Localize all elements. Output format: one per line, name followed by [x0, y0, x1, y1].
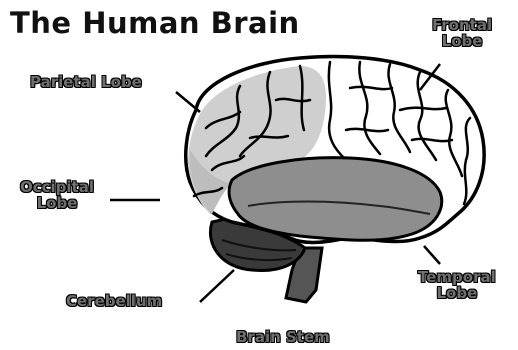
label-occipital: Occipital Lobe [20, 180, 94, 212]
cerebellum-pointer [200, 270, 234, 302]
temporal-region [229, 158, 442, 241]
label-cerebellum: Cerebellum [66, 294, 162, 310]
parietal-pointer [176, 92, 200, 112]
label-temporal: Temporal Lobe [418, 270, 496, 302]
label-frontal: Frontal Lobe [432, 18, 492, 50]
temporal-pointer [424, 246, 440, 264]
label-brain-stem: Brain Stem [236, 330, 330, 346]
label-parietal: Parietal Lobe [30, 75, 142, 91]
